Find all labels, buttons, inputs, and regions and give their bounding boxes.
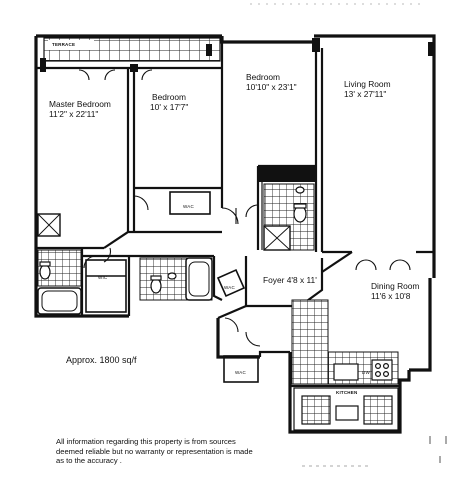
kitchen-label: KITCHEN — [336, 390, 358, 395]
kitchen-tile — [291, 299, 329, 385]
living-room-name: Living Room — [344, 79, 391, 89]
closet-wac-bed2-label: WAC — [183, 204, 194, 209]
living-room-size: 13' x 27'11" — [344, 89, 387, 99]
kitchen-appliances — [293, 359, 399, 431]
disclaimer: All information regarding this property … — [56, 437, 286, 466]
master-bedroom-size: 11'2" x 22'11" — [49, 109, 99, 119]
bathtub-master — [37, 287, 82, 315]
foyer-name: Foyer — [263, 275, 285, 285]
closet-wac-foyer-label: WAC — [224, 285, 235, 290]
bedroom-3-size: 10'10" x 23'1" — [246, 82, 297, 92]
door-swings — [78, 69, 411, 347]
terrace-label: TERRACE — [52, 42, 76, 47]
dining-room-size: 11'6 x 10'8 — [371, 291, 411, 301]
scan-artifacts — [250, 3, 447, 467]
closet-wic-label: WIC — [98, 275, 108, 280]
disclaimer-line: as to the accuracy . — [56, 456, 122, 466]
bedroom-2-name: Bedroom — [152, 92, 186, 102]
fixtures — [39, 186, 307, 294]
dishwasher-label: DW — [362, 370, 370, 375]
dining-room-name: Dining Room — [371, 281, 420, 291]
foyer-label: Foyer 4'8 x 11' — [263, 275, 317, 285]
wall-details — [40, 38, 434, 72]
disclaimer-line: All information regarding this property … — [56, 437, 236, 446]
closets — [85, 191, 259, 383]
master-bedroom-name: Master Bedroom — [49, 99, 111, 109]
area-note: Approx. 1800 sq/f — [66, 355, 137, 365]
bedroom-3-name: Bedroom — [246, 72, 280, 82]
disclaimer-line: deemed reliable but no warranty or repre… — [56, 446, 253, 456]
bedroom-2-size: 10' x 17'7" — [150, 102, 189, 112]
foyer-size: 4'8 x 11' — [286, 275, 317, 285]
closet-wac-entry-label: WAC — [235, 370, 246, 375]
hatched-wall — [258, 166, 316, 182]
bathtub-2 — [185, 257, 213, 301]
